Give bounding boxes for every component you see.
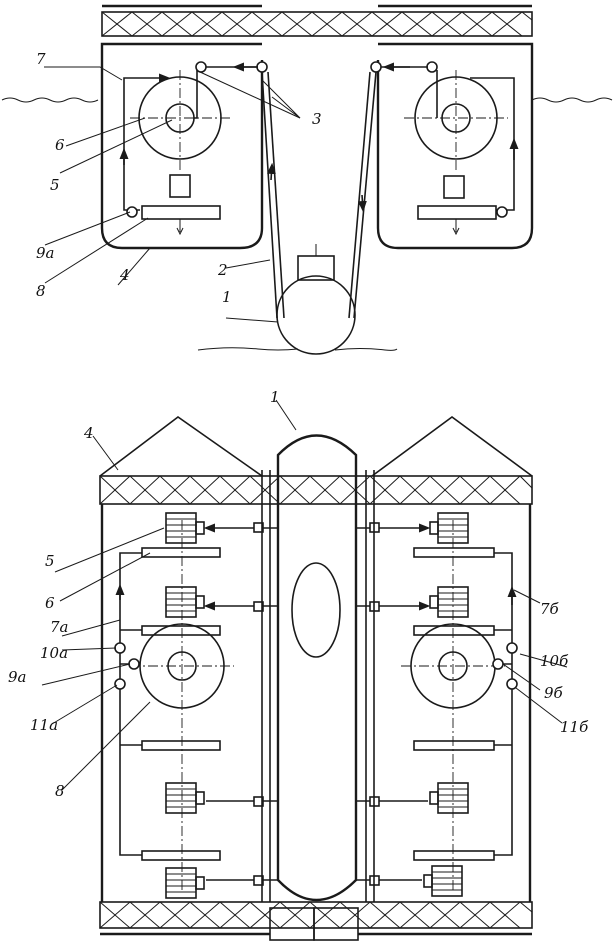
bottom-right-drum	[401, 520, 505, 890]
vessel-capsule	[278, 436, 356, 901]
left-pulley-2	[257, 62, 267, 72]
label-10b: 10б	[540, 652, 569, 670]
top-view: 7 6 5 9а 8 4 2 1 3	[2, 6, 612, 354]
label-11b: 11б	[560, 718, 589, 736]
right-cable	[354, 72, 376, 318]
right-manifold-line	[494, 553, 512, 855]
left-manifold-line	[120, 553, 142, 855]
label-5: 5	[50, 176, 60, 194]
right-motor-box	[444, 176, 464, 198]
bottom-left-drum	[130, 520, 234, 890]
label-3: 3	[312, 110, 322, 128]
top-truss	[102, 6, 532, 36]
label-bottom-9a: 9а	[8, 668, 27, 686]
water-surface-line	[2, 98, 612, 102]
left-drum	[130, 70, 232, 170]
right-pump-bar	[418, 206, 496, 219]
label-9b: 9б	[544, 684, 564, 702]
valve-9b	[493, 659, 503, 669]
label-8: 8	[36, 282, 46, 300]
right-valve	[497, 207, 507, 217]
cable-junctions	[254, 523, 379, 885]
left-pontoon-hull	[102, 44, 262, 248]
bottom-view: 4 1 5 6 7а 10а 9а 11а 8 7б 10б 9б 11б	[8, 388, 589, 940]
lower-truss	[100, 902, 532, 940]
label-7b: 7б	[540, 600, 560, 618]
valve-9a	[129, 659, 139, 669]
label-bottom-8: 8	[55, 782, 65, 800]
left-roof	[100, 417, 262, 476]
vessel-object	[277, 244, 355, 354]
valve-10b	[507, 643, 517, 653]
label-7: 7	[36, 50, 46, 68]
left-valve-9a	[127, 207, 137, 217]
valve-10a	[115, 643, 125, 653]
label-4: 4	[119, 266, 130, 284]
label-6: 6	[55, 136, 65, 154]
label-10a: 10а	[40, 644, 68, 662]
right-motors	[424, 513, 468, 896]
upper-truss	[100, 476, 532, 504]
label-9a: 9а	[36, 244, 55, 262]
label-bottom-1: 1	[270, 388, 280, 406]
label-2: 2	[217, 261, 228, 279]
left-pump-bar	[142, 206, 220, 219]
label-7a: 7а	[50, 618, 69, 636]
valve-11a	[115, 679, 125, 689]
left-hydraulic-line	[124, 78, 168, 210]
label-bottom-6: 6	[45, 594, 55, 612]
label-bottom-4: 4	[83, 424, 94, 442]
right-pontoon-hull	[378, 44, 532, 248]
right-drum	[404, 70, 508, 170]
right-pulley-1	[371, 62, 381, 72]
right-roof	[372, 417, 532, 476]
right-pulley-2	[427, 62, 437, 72]
label-1: 1	[222, 288, 232, 306]
valve-11b	[507, 679, 517, 689]
label-bottom-5: 5	[45, 552, 55, 570]
label-11a: 11а	[30, 716, 58, 734]
left-motor-box	[170, 175, 190, 197]
left-cable	[262, 72, 277, 318]
